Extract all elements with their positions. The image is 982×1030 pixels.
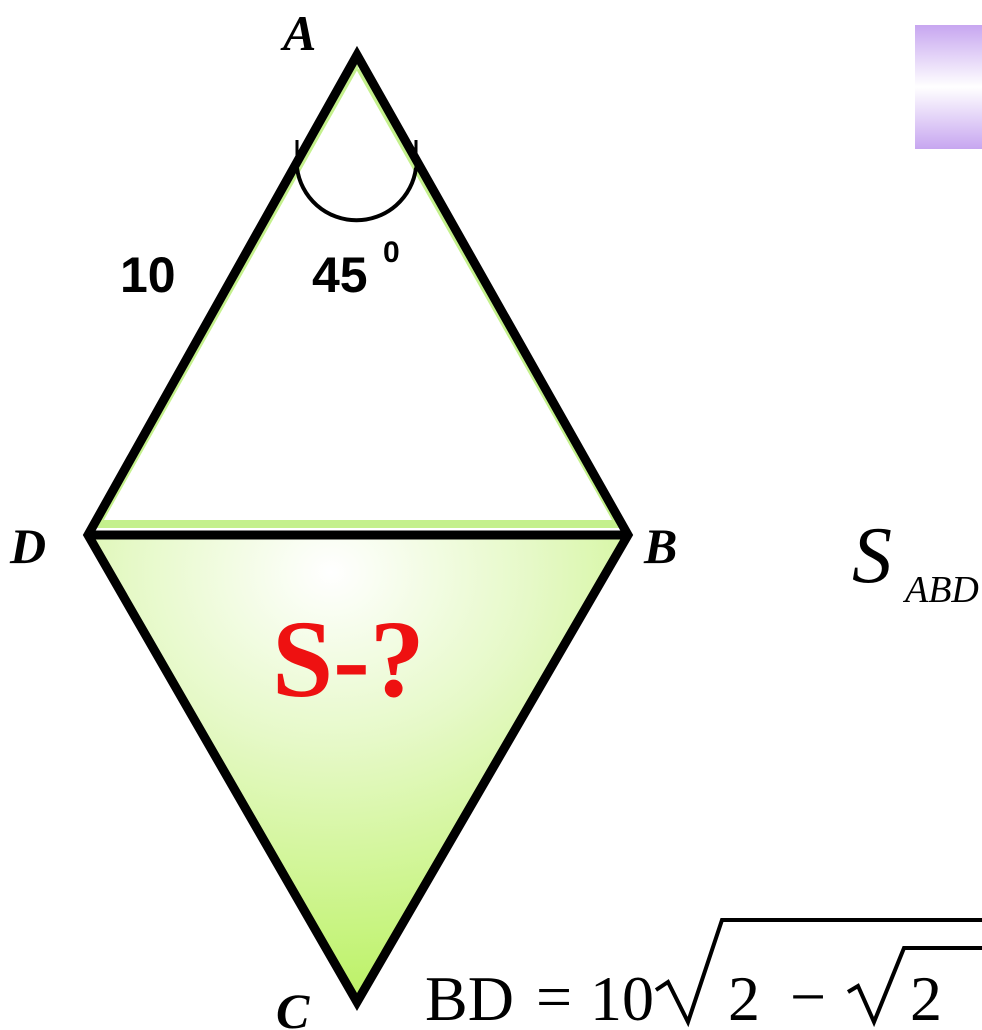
side-length-label: 10 — [120, 247, 176, 303]
bd-formula-minus: − — [790, 961, 826, 1030]
inner-radical-sign — [846, 946, 982, 1028]
bd-formula-lhs: BD — [425, 963, 514, 1030]
angle-degree-exponent: 0 — [383, 236, 400, 269]
area-symbol: S — [852, 512, 892, 600]
vertex-label-a: A — [280, 5, 316, 61]
bd-formula-inner-number: 2 — [728, 963, 760, 1030]
corner-decoration — [915, 25, 982, 149]
bd-formula-coefficient: 10 — [590, 963, 654, 1030]
lower-triangle-dbc — [88, 535, 628, 1002]
vertex-label-c: C — [276, 983, 310, 1030]
area-subscript: ABD — [902, 569, 979, 611]
bd-formula-inner-root: 2 — [910, 963, 942, 1030]
unknown-area-label: S-? — [272, 598, 425, 720]
vertex-label-d: D — [9, 518, 46, 574]
angle-arc-a — [295, 167, 418, 223]
vertex-label-b: B — [643, 518, 677, 574]
angle-value-label: 45 — [312, 247, 368, 303]
rhombus-outline — [82, 45, 634, 1011]
bd-formula-equals: = — [536, 961, 572, 1030]
outer-radical-sign — [654, 918, 982, 1028]
